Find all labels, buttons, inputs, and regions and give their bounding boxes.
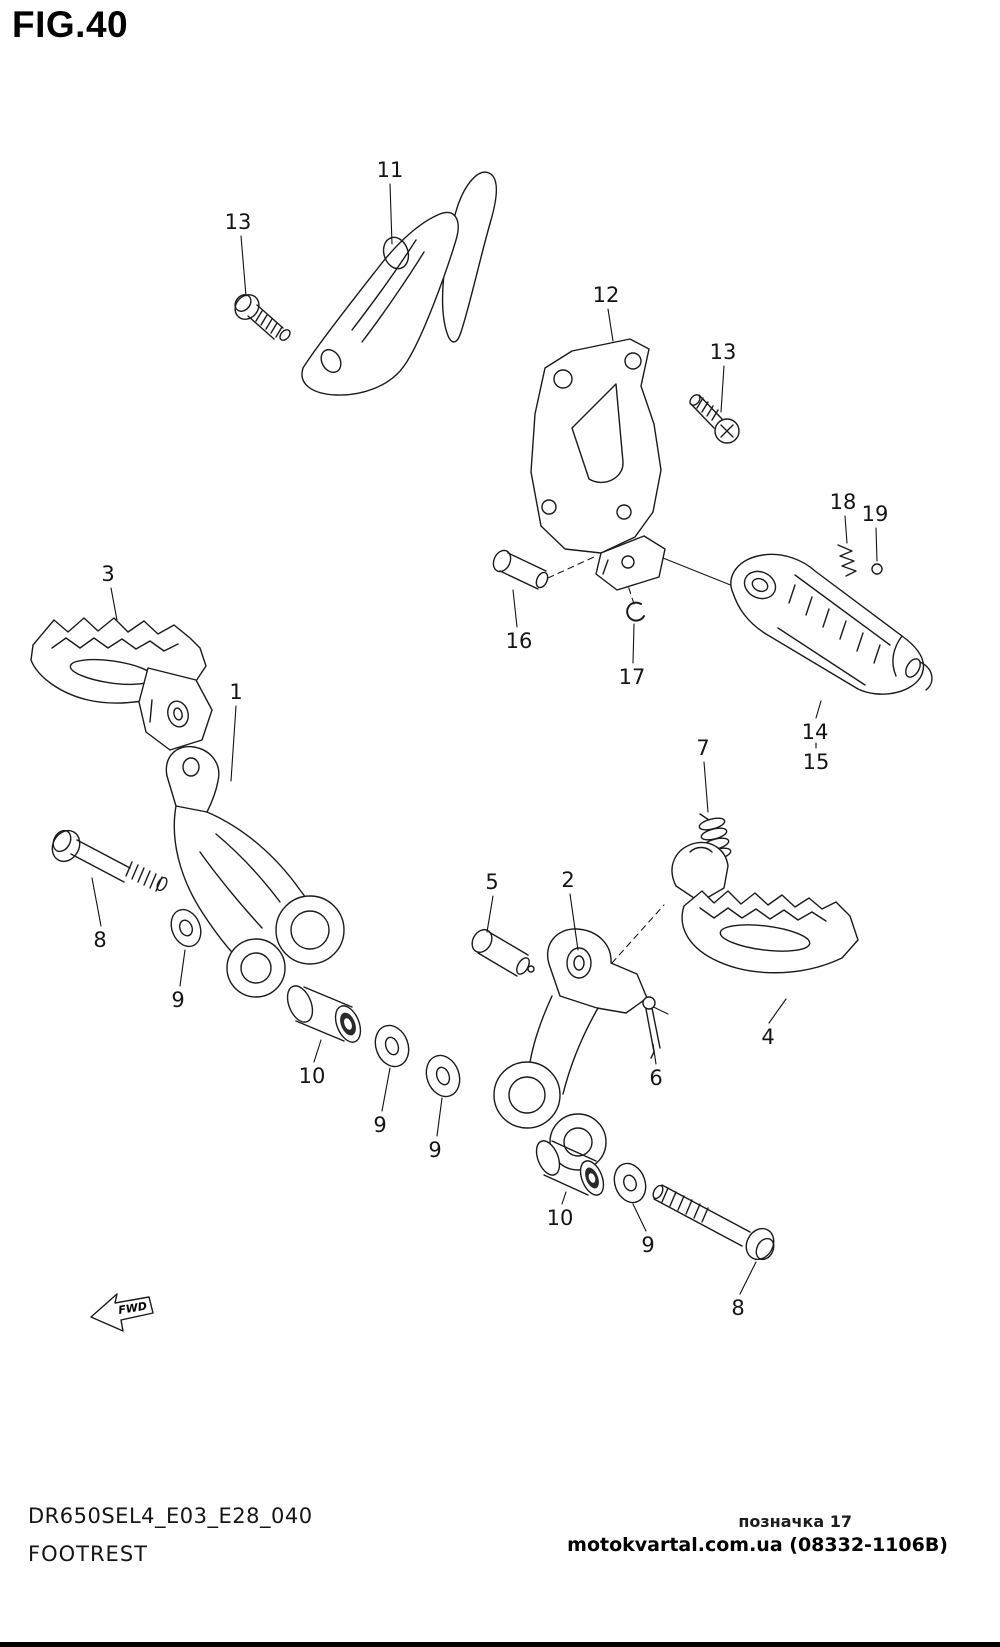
- part-8-bolt-left: [51, 829, 168, 892]
- part-11-hanger-bracket: [301, 171, 498, 396]
- part-9-washer-d: [613, 1162, 647, 1204]
- part-8-bolt-right: [652, 1184, 775, 1261]
- callout-leader-lines: [91, 183, 878, 1295]
- part-17-e-clip: [626, 601, 645, 622]
- part-9-washer-b: [374, 1024, 410, 1068]
- part-13-bolt-upper: [234, 294, 291, 341]
- part-4-footrest-serrated: [671, 841, 859, 974]
- fwd-arrow: FWD: [90, 1293, 154, 1332]
- footer-watermark: motokvartal.com.ua (08332-1106B): [567, 1534, 948, 1556]
- part-18-spring: [837, 544, 857, 577]
- part-1-bracket-arm: [165, 745, 345, 998]
- part-3-footrest-serrated: [30, 617, 213, 751]
- figure-title: FIG.40: [12, 4, 129, 45]
- figure-part-name: FOOTREST: [28, 1542, 148, 1566]
- part-19-ball: [871, 563, 883, 575]
- figure-part-code: DR650SEL4_E03_E28_040: [28, 1504, 313, 1528]
- part-9-washer-a: [170, 908, 202, 948]
- part-6-cotter-pin: [642, 996, 661, 1059]
- part-10-spacer-a: [286, 985, 362, 1043]
- part-5-pin: [471, 928, 535, 977]
- footer-note: позначка 17: [738, 1512, 852, 1531]
- part-14-footrest-peg: [730, 553, 933, 695]
- page-bottom-edge: [0, 1642, 1000, 1647]
- part-9-washer-c: [425, 1054, 461, 1098]
- fwd-arrow-label: FWD: [117, 1300, 147, 1317]
- part-16-pivot-pin: [492, 549, 549, 590]
- part-10-spacer-b: [535, 1140, 605, 1196]
- part-13-bolt-right: [689, 394, 740, 444]
- part-2-bracket-arm: [493, 928, 648, 1171]
- part-12-bracket-plate: [530, 338, 666, 591]
